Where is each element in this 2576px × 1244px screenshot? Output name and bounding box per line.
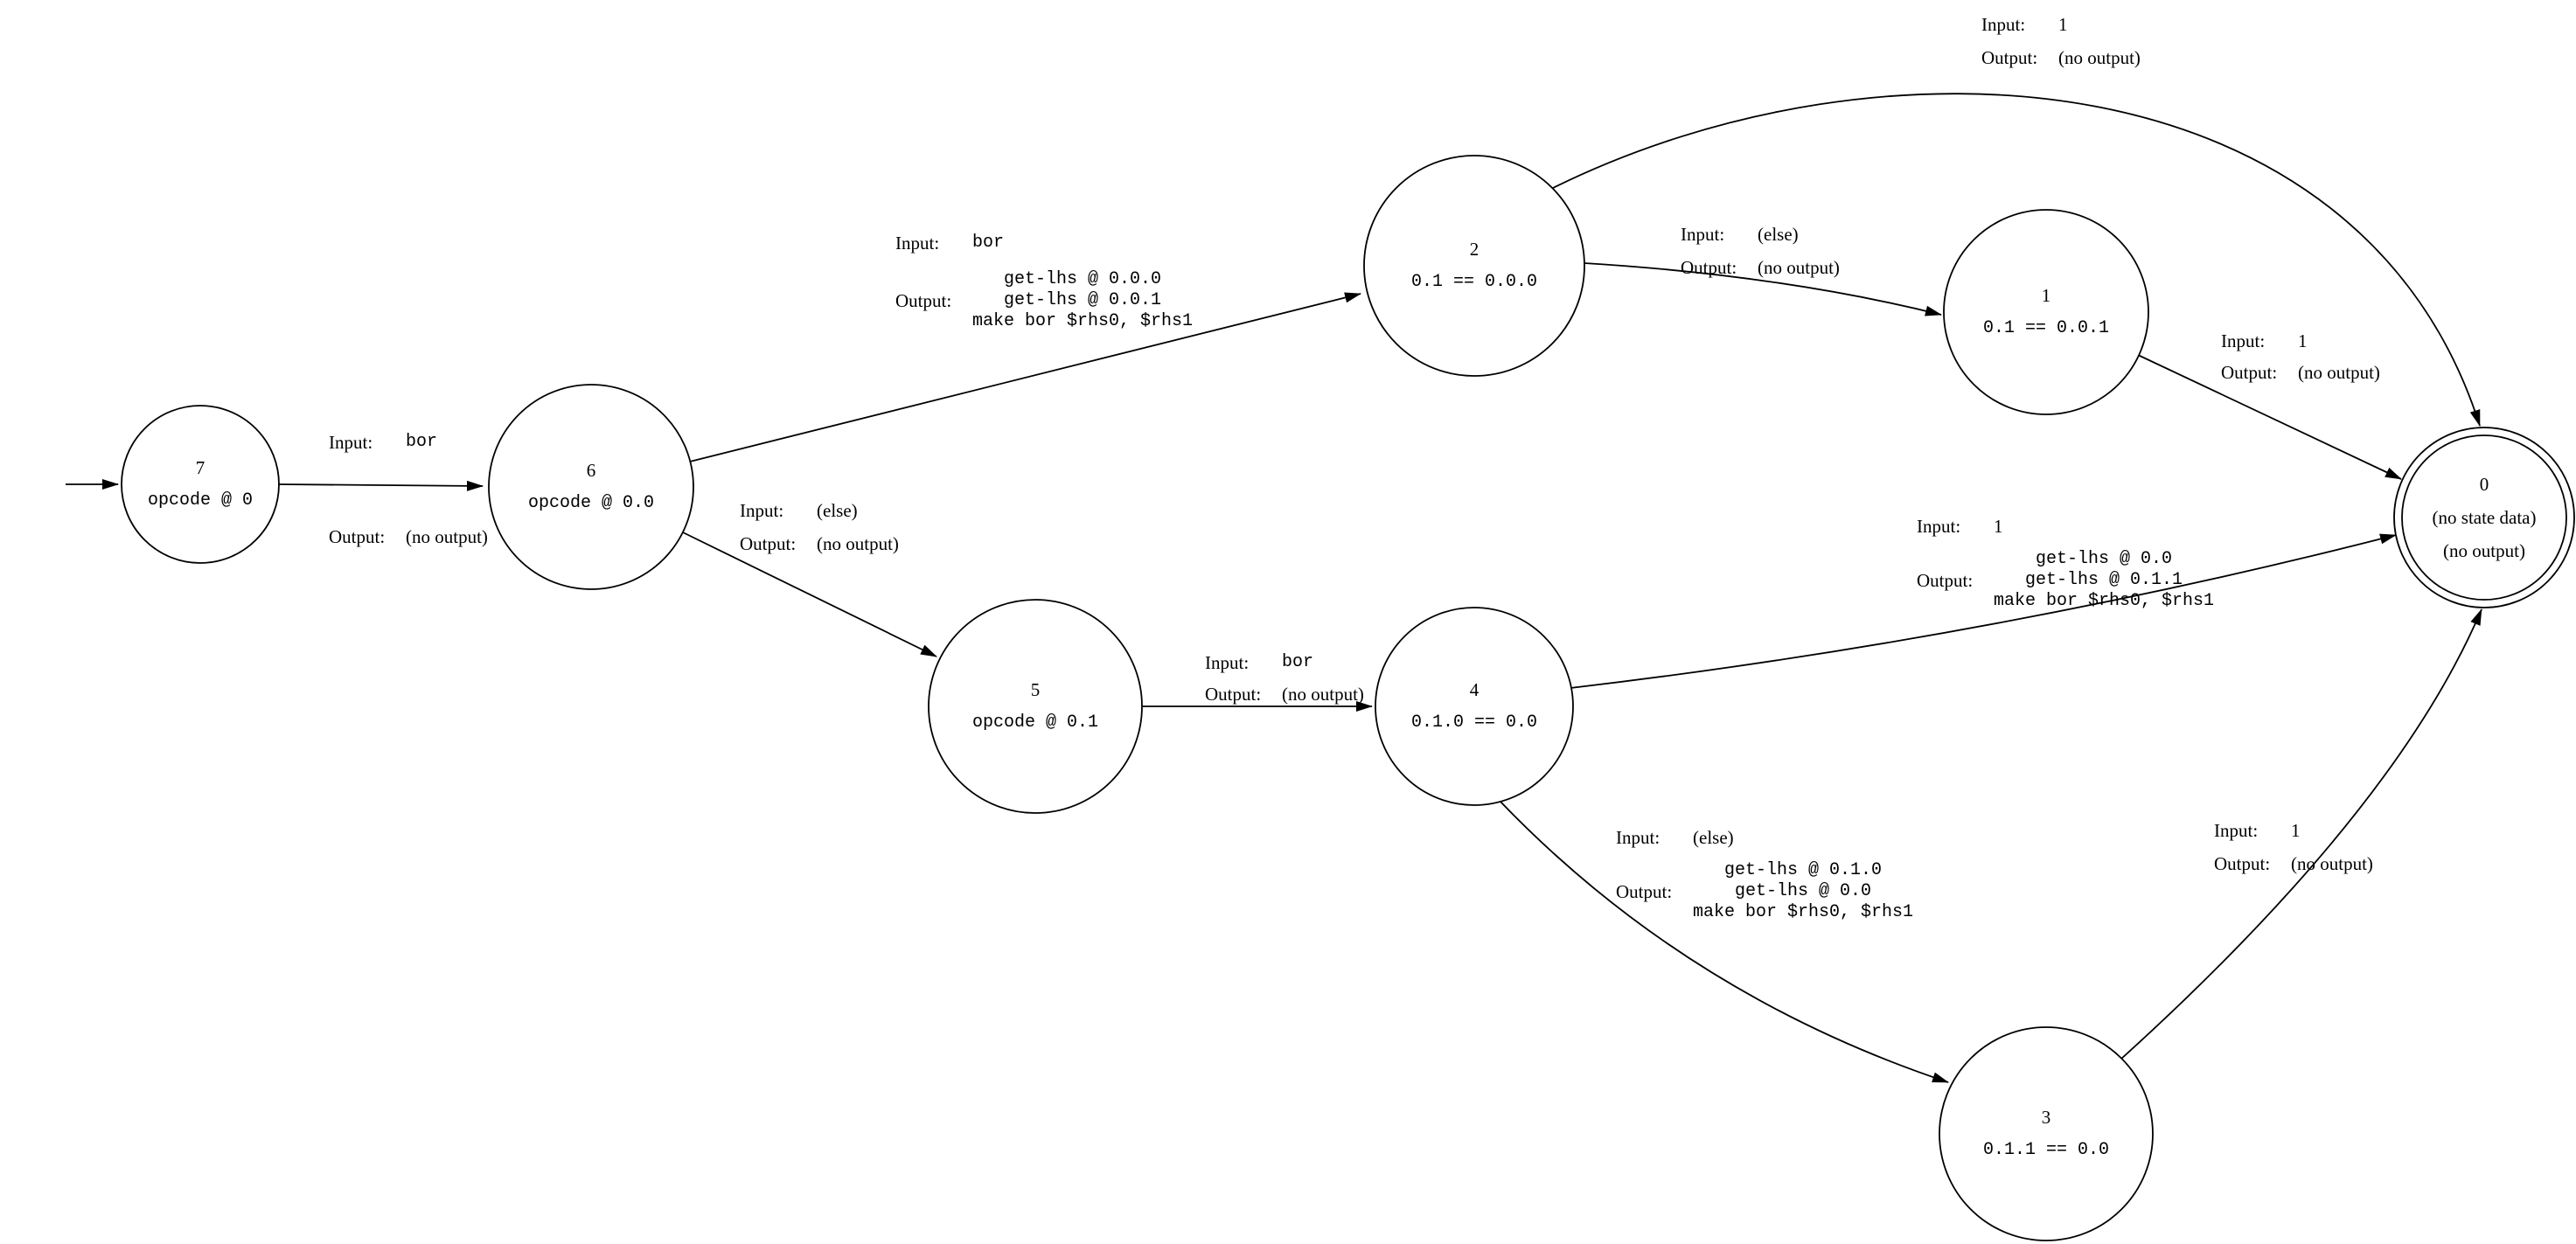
- transition-edge-2-0: [1552, 93, 2481, 427]
- state-node-1: [1943, 209, 2149, 415]
- state-node-0: [2393, 427, 2575, 608]
- accepting-inner-circle: [2401, 434, 2567, 601]
- edges-layer: [66, 93, 2482, 1083]
- state-circle: [1363, 155, 1585, 377]
- transition-edge-6-2: [689, 292, 1361, 462]
- state-circle: [121, 405, 280, 564]
- nodes-layer: [121, 155, 2575, 1241]
- state-circle: [1943, 209, 2149, 415]
- transition-edge-4-0: [1570, 533, 2397, 689]
- state-node-5: [928, 599, 1143, 814]
- state-circle: [1939, 1026, 2154, 1241]
- state-node-7: [121, 405, 280, 564]
- state-circle: [2393, 427, 2575, 608]
- state-circle: [488, 384, 694, 590]
- state-circle: [928, 599, 1143, 814]
- state-node-6: [488, 384, 694, 590]
- transition-edge-3-0: [2120, 608, 2482, 1060]
- transition-edge-7-6: [278, 480, 484, 491]
- state-node-4: [1375, 607, 1574, 806]
- transition-edge-6-5: [682, 532, 937, 657]
- transition-edge-4-3: [1499, 800, 1949, 1083]
- transition-edge-1-0: [2137, 354, 2402, 480]
- state-node-3: [1939, 1026, 2154, 1241]
- transition-edge-2-1: [1584, 262, 1942, 316]
- state-circle: [1375, 607, 1574, 806]
- state-node-2: [1363, 155, 1585, 377]
